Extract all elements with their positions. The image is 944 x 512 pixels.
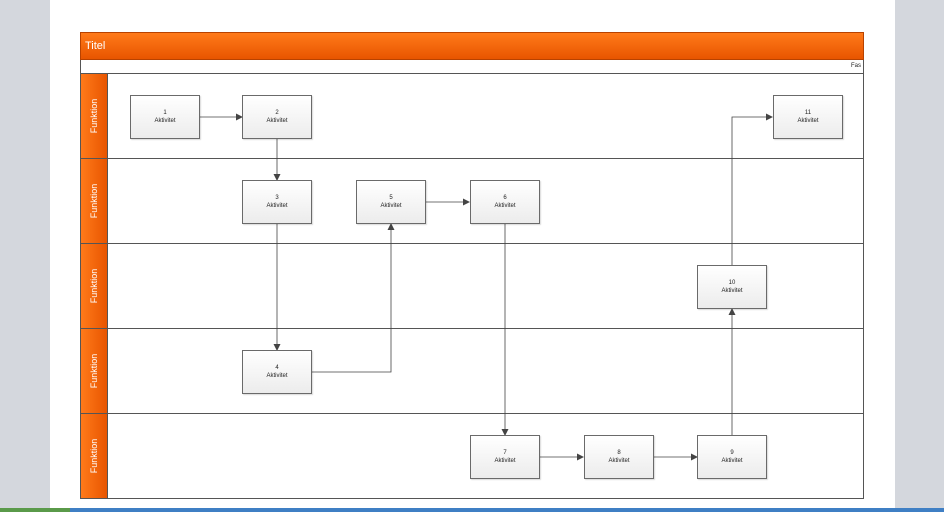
swimlane-1[interactable]: Funktion <box>80 74 864 159</box>
activity-label: Aktivitet <box>494 458 516 464</box>
swimlane-header[interactable]: Funktion <box>81 244 108 328</box>
activity-label: Aktivitet <box>797 118 819 124</box>
swimlane-3[interactable]: Funktion <box>80 244 864 329</box>
swimlane-header[interactable]: Funktion <box>81 159 108 243</box>
activity-number: 1 <box>163 110 167 116</box>
activity-number: 9 <box>730 450 734 456</box>
window-bottom-bar <box>0 508 944 512</box>
activity-label: Aktivitet <box>608 458 630 464</box>
activity-label: Aktivitet <box>380 203 402 209</box>
swimlane-header[interactable]: Funktion <box>81 74 108 158</box>
activity-number: 3 <box>275 195 279 201</box>
activity-number: 4 <box>275 365 279 371</box>
activity-label: Aktivitet <box>266 118 288 124</box>
activity-number: 8 <box>617 450 621 456</box>
swimlane-header[interactable]: Funktion <box>81 414 108 498</box>
activity-box-2[interactable]: 2 Aktivitet <box>242 95 312 139</box>
activity-number: 5 <box>389 195 393 201</box>
activity-label: Aktivitet <box>721 458 743 464</box>
swimlane-header[interactable]: Funktion <box>81 329 108 413</box>
activity-label: Aktivitet <box>721 288 743 294</box>
activity-label: Aktivitet <box>154 118 176 124</box>
phase-label: Fas <box>850 63 861 69</box>
activity-box-11[interactable]: 11 Aktivitet <box>773 95 843 139</box>
activity-label: Aktivitet <box>494 203 516 209</box>
activity-label: Aktivitet <box>266 373 288 379</box>
activity-box-3[interactable]: 3 Aktivitet <box>242 180 312 224</box>
activity-number: 7 <box>503 450 507 456</box>
swimlane-2[interactable]: Funktion <box>80 159 864 244</box>
connector-10-11[interactable] <box>731 113 773 265</box>
activity-number: 10 <box>728 280 736 286</box>
activity-box-5[interactable]: 5 Aktivitet <box>356 180 426 224</box>
activity-number: 2 <box>275 110 279 116</box>
phase-separator[interactable]: Fas <box>80 60 864 74</box>
activity-box-4[interactable]: 4 Aktivitet <box>242 350 312 394</box>
swimlane-5[interactable]: Funktion <box>80 414 864 499</box>
pool-title[interactable]: Titel <box>80 32 864 60</box>
activity-box-7[interactable]: 7 Aktivitet <box>470 435 540 479</box>
activity-box-6[interactable]: 6 Aktivitet <box>470 180 540 224</box>
activity-box-9[interactable]: 9 Aktivitet <box>697 435 767 479</box>
connector-4-5[interactable] <box>312 223 395 373</box>
activity-box-10[interactable]: 10 Aktivitet <box>697 265 767 309</box>
activity-number: 6 <box>503 195 507 201</box>
activity-label: Aktivitet <box>266 203 288 209</box>
activity-box-8[interactable]: 8 Aktivitet <box>584 435 654 479</box>
diagram-page <box>50 0 895 512</box>
activity-number: 11 <box>804 110 812 116</box>
swimlane-4[interactable]: Funktion <box>80 329 864 414</box>
activity-box-1[interactable]: 1 Aktivitet <box>130 95 200 139</box>
